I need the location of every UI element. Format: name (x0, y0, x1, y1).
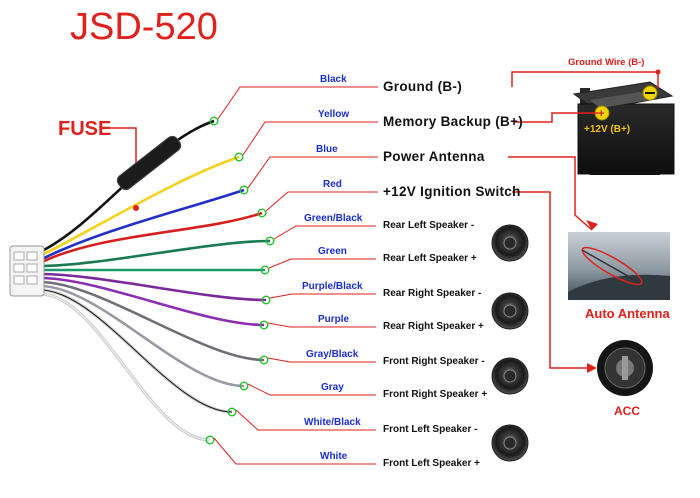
wire-marker-3 (239, 185, 249, 195)
speaker-icons (491, 224, 529, 462)
wire-function-label: Front Right Speaker - (383, 356, 485, 367)
wire-2 (39, 155, 240, 258)
wire-color-label: Blue (316, 144, 338, 155)
leader-line-6 (268, 258, 376, 269)
leader-line-3 (247, 156, 378, 189)
battery-positive-label: +12V (B+) (584, 124, 630, 135)
wire-color-label: Gray (321, 382, 344, 393)
wire-marker-5 (265, 236, 275, 246)
wire-4 (39, 211, 263, 265)
wire-color-label: Green (318, 246, 347, 257)
leader-line-11 (235, 409, 376, 431)
wire-stripe-12 (39, 293, 211, 441)
wire-marker-7 (261, 295, 271, 305)
wire-function-label: Rear Right Speaker - (383, 288, 482, 299)
fuse-holder (108, 127, 182, 211)
wire-function-label: Rear Left Speaker + (383, 253, 477, 264)
acc-ignition-image (597, 340, 653, 396)
wire-7 (39, 272, 267, 302)
page-title: JSD-520 (70, 6, 218, 48)
fuse-label: FUSE (58, 118, 112, 140)
leader-line-2 (242, 121, 378, 156)
leader-line-7 (269, 293, 376, 299)
wire-color-label: Green/Black (304, 213, 363, 224)
wire-marker-4 (257, 208, 267, 218)
speaker-icon (491, 357, 529, 395)
wire-function-label: Front Left Speaker - (383, 424, 478, 435)
wire-marker-9 (259, 355, 269, 365)
wire-marker-1 (209, 116, 219, 126)
leader-line-5 (273, 225, 376, 240)
wire-function-label: +12V Ignition Switch (383, 184, 521, 199)
wire-8 (39, 276, 265, 327)
wire-function-label: Rear Left Speaker - (383, 220, 475, 231)
speaker-icon (491, 424, 529, 462)
wire-marker-2 (234, 152, 244, 162)
speaker-icon (491, 292, 529, 330)
ground-wire-label: Ground Wire (B-) (568, 57, 645, 68)
wire-function-label: Ground (B-) (383, 79, 463, 94)
leader-line-8 (267, 322, 376, 328)
leader-line-10 (247, 383, 376, 396)
wire-function-label: Memory Backup (B+) (383, 114, 524, 129)
auto-antenna-label: Auto Antenna (585, 306, 670, 321)
wire-10 (39, 284, 245, 388)
wire-marker-8 (259, 320, 269, 330)
speaker-icon (491, 224, 529, 262)
wire-color-label: Purple/Black (302, 281, 363, 292)
wire-color-label: Yellow (318, 109, 350, 120)
wire-harness (39, 86, 378, 465)
wire-function-label: Power Antenna (383, 149, 485, 164)
wire-marker-11 (227, 407, 237, 417)
wire-color-label: White (320, 451, 348, 462)
leader-line-9 (267, 357, 376, 363)
wire-color-label: Purple (318, 314, 350, 325)
wire-marker-12 (205, 435, 215, 445)
svg-text:+: + (598, 108, 604, 120)
wire-color-label: Gray/Black (306, 349, 359, 360)
acc-label: ACC (614, 404, 640, 418)
wire-color-label: White/Black (304, 417, 361, 428)
leader-line-4 (265, 191, 378, 212)
wire-function-label: Rear Right Speaker + (383, 321, 484, 332)
connector-plug (9, 245, 45, 297)
wire-3 (39, 188, 245, 262)
auto-antenna-image (568, 232, 670, 300)
battery-image: + (572, 81, 675, 175)
wire-marker-10 (239, 381, 249, 391)
wire-stripe-11 (39, 289, 233, 413)
wire-5 (39, 239, 271, 268)
leader-line-12 (213, 437, 376, 465)
wire-9 (39, 280, 265, 362)
wire-marker-6 (260, 265, 270, 275)
leader-line-1 (217, 86, 378, 120)
wire-function-label: Front Right Speaker + (383, 389, 488, 400)
wire-color-label: Red (323, 179, 342, 190)
wire-function-label: Front Left Speaker + (383, 458, 480, 469)
wire-color-label: Black (320, 74, 347, 85)
